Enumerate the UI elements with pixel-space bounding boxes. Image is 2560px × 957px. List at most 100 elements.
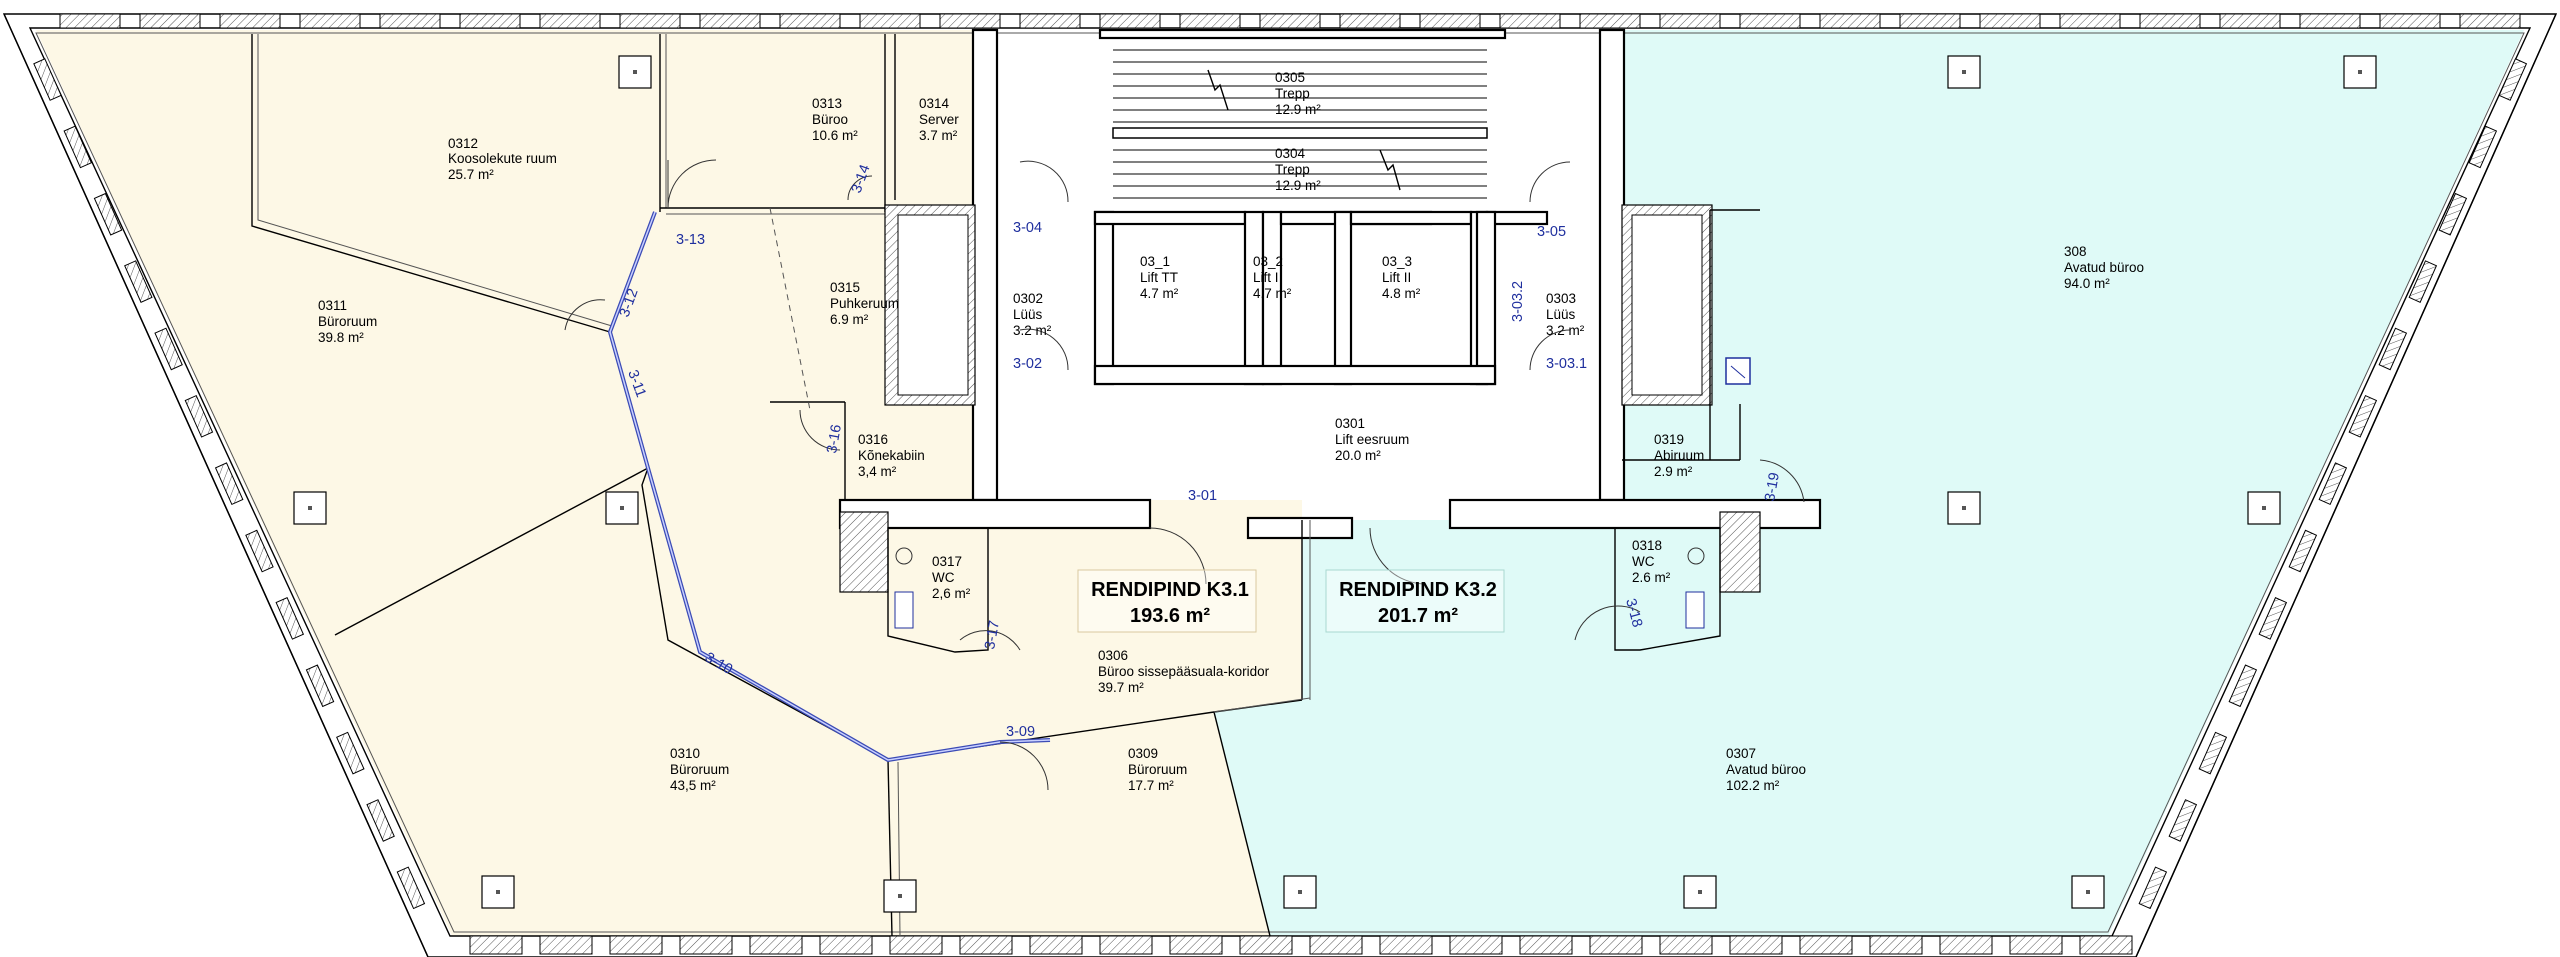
svg-text:Koosolekute ruum: Koosolekute ruum xyxy=(448,151,557,166)
svg-text:201.7 m²: 201.7 m² xyxy=(1378,605,1458,627)
svg-text:0317: 0317 xyxy=(932,554,962,569)
svg-text:4.7 m²: 4.7 m² xyxy=(1253,286,1292,301)
east-service xyxy=(1622,209,1760,461)
svg-text:RENDIPIND K3.1: RENDIPIND K3.1 xyxy=(1091,579,1249,601)
svg-text:6.9 m²: 6.9 m² xyxy=(830,312,869,327)
room-label-0301: 0301 Lift eesruum 20.0 m² xyxy=(1335,416,1409,463)
svg-text:0307: 0307 xyxy=(1726,746,1756,761)
svg-text:Abiruum: Abiruum xyxy=(1654,448,1704,463)
svg-text:Büroo: Büroo xyxy=(812,112,848,127)
svg-text:43,5 m²: 43,5 m² xyxy=(670,778,716,793)
rental-area-k32-box xyxy=(1325,569,1505,633)
svg-text:3,4 m²: 3,4 m² xyxy=(858,464,897,479)
room-label-03_1: 03_1 Lift TT 4.7 m² xyxy=(1140,254,1179,301)
svg-text:3.7 m²: 3.7 m² xyxy=(919,128,958,143)
svg-text:Lift eesruum: Lift eesruum xyxy=(1335,432,1409,447)
room-label-0312: 0312 Koosolekute ruum 25.7 m² xyxy=(448,136,557,182)
svg-text:308: 308 xyxy=(2064,244,2087,259)
door-label-3-16: 3-16 xyxy=(824,423,845,454)
door-label-3-09: 3-09 xyxy=(1006,724,1035,740)
svg-text:3.2 m²: 3.2 m² xyxy=(1013,323,1052,338)
door-label-3-19: 3-19 xyxy=(1762,471,1783,502)
svg-text:03_1: 03_1 xyxy=(1140,254,1170,269)
svg-text:0312: 0312 xyxy=(448,136,478,151)
svg-text:39.8 m²: 39.8 m² xyxy=(318,330,364,345)
svg-text:Büroruum: Büroruum xyxy=(670,762,729,777)
room-label-0307: 0307 Avatud büroo 102.2 m² xyxy=(1726,746,1806,793)
svg-text:193.6 m²: 193.6 m² xyxy=(1130,605,1210,627)
svg-text:39.7 m²: 39.7 m² xyxy=(1098,680,1144,695)
svg-text:03_3: 03_3 xyxy=(1382,254,1412,269)
svg-text:0309: 0309 xyxy=(1128,746,1158,761)
svg-text:0310: 0310 xyxy=(670,746,700,761)
room-label-0313: 0313 Büroo 10.6 m² xyxy=(812,96,858,143)
svg-text:Büroruum: Büroruum xyxy=(1128,762,1187,777)
door-swings xyxy=(564,159,1805,791)
room-label-0319: 0319 Abiruum 2.9 m² xyxy=(1654,432,1704,479)
svg-text:Avatud büroo: Avatud büroo xyxy=(2064,260,2144,275)
door-labels: 3-14 3-13 3-12 3-11 3-04 3-02 3-05 3-03.… xyxy=(617,163,1783,740)
svg-text:Trepp: Trepp xyxy=(1275,86,1310,101)
svg-text:25.7 m²: 25.7 m² xyxy=(448,167,494,182)
room-label-0317: 0317 WC 2,6 m² xyxy=(932,554,971,601)
door-label-3-17: 3-17 xyxy=(982,619,1003,650)
svg-text:0305: 0305 xyxy=(1275,70,1305,85)
core-fill xyxy=(975,30,1622,500)
svg-text:20.0 m²: 20.0 m² xyxy=(1335,448,1381,463)
svg-text:0303: 0303 xyxy=(1546,291,1576,306)
room-label-308: 308 Avatud büroo 94.0 m² xyxy=(2064,244,2144,291)
svg-text:102.2 m²: 102.2 m² xyxy=(1726,778,1780,793)
door-label-3-13: 3-13 xyxy=(676,232,705,248)
facade-panels xyxy=(33,13,2528,955)
door-label-3-04: 3-04 xyxy=(1013,220,1042,236)
door-label-3-01: 3-01 xyxy=(1188,488,1217,504)
room-label-0316: 0316 Kõnekabiin 3,4 m² xyxy=(858,432,925,479)
svg-text:Büroo sissepääsuala-koridor: Büroo sissepääsuala-koridor xyxy=(1098,664,1270,679)
svg-text:0316: 0316 xyxy=(858,432,888,447)
rental-area-k31-label: RENDIPIND K3.1 193.6 m² xyxy=(1091,579,1249,627)
svg-text:WC: WC xyxy=(932,570,955,585)
room-label-03_3: 03_3 Lift II 4.8 m² xyxy=(1382,254,1421,301)
room-label-0302: 0302 Lüüs 3.2 m² xyxy=(1013,291,1052,338)
svg-text:4.7 m²: 4.7 m² xyxy=(1140,286,1179,301)
stair-treads xyxy=(1112,49,1488,199)
rental-area-k32-label: RENDIPIND K3.2 201.7 m² xyxy=(1339,579,1497,627)
svg-text:0311: 0311 xyxy=(318,298,347,313)
room-label-0311: 0311 Büroruum 39.8 m² xyxy=(318,298,377,345)
svg-text:2.6 m²: 2.6 m² xyxy=(1632,570,1671,585)
room-label-0314: 0314 Server 3.7 m² xyxy=(919,96,959,143)
door-label-3-02: 3-02 xyxy=(1013,356,1042,372)
room-label-0309: 0309 Büroruum 17.7 m² xyxy=(1128,746,1187,793)
svg-text:Kõnekabiin: Kõnekabiin xyxy=(858,448,925,463)
west-walls xyxy=(251,34,1311,937)
wc-blocks xyxy=(887,527,1721,653)
svg-text:12.9 m²: 12.9 m² xyxy=(1275,102,1321,117)
zone-k31-fill xyxy=(36,30,1302,936)
svg-text:Lüüs: Lüüs xyxy=(1013,307,1043,322)
svg-text:03_2: 03_2 xyxy=(1253,254,1283,269)
door-label-3-03.1: 3-03.1 xyxy=(1546,356,1587,372)
room-label-0315: 0315 Puhkeruum 6.9 m² xyxy=(830,280,899,327)
svg-text:RENDIPIND K3.2: RENDIPIND K3.2 xyxy=(1339,579,1497,601)
room-label-0318: 0318 WC 2.6 m² xyxy=(1632,538,1671,585)
room-label-0310: 0310 Büroruum 43,5 m² xyxy=(670,746,729,793)
svg-text:Avatud büroo: Avatud büroo xyxy=(1726,762,1806,777)
svg-text:0301: 0301 xyxy=(1335,416,1365,431)
svg-text:0304: 0304 xyxy=(1275,146,1306,161)
room-label-0305: 0305 Trepp 12.9 m² xyxy=(1275,70,1321,117)
zone-k32-fill xyxy=(1214,30,2524,936)
svg-text:94.0 m²: 94.0 m² xyxy=(2064,276,2110,291)
service-shafts xyxy=(839,204,1761,593)
svg-text:12.9 m²: 12.9 m² xyxy=(1275,178,1321,193)
svg-text:Lift II: Lift II xyxy=(1382,270,1411,285)
svg-text:2,6 m²: 2,6 m² xyxy=(932,586,971,601)
room-label-03_2: 03_2 Lift I 4.7 m² xyxy=(1253,254,1292,301)
svg-text:Trepp: Trepp xyxy=(1275,162,1310,177)
svg-text:Lüüs: Lüüs xyxy=(1546,307,1576,322)
room-label-0306: 0306 Büroo sissepääsuala-koridor 39.7 m² xyxy=(1098,648,1270,695)
svg-text:0318: 0318 xyxy=(1632,538,1662,553)
door-label-3-05: 3-05 xyxy=(1537,224,1566,240)
svg-text:WC: WC xyxy=(1632,554,1655,569)
svg-text:0319: 0319 xyxy=(1654,432,1684,447)
